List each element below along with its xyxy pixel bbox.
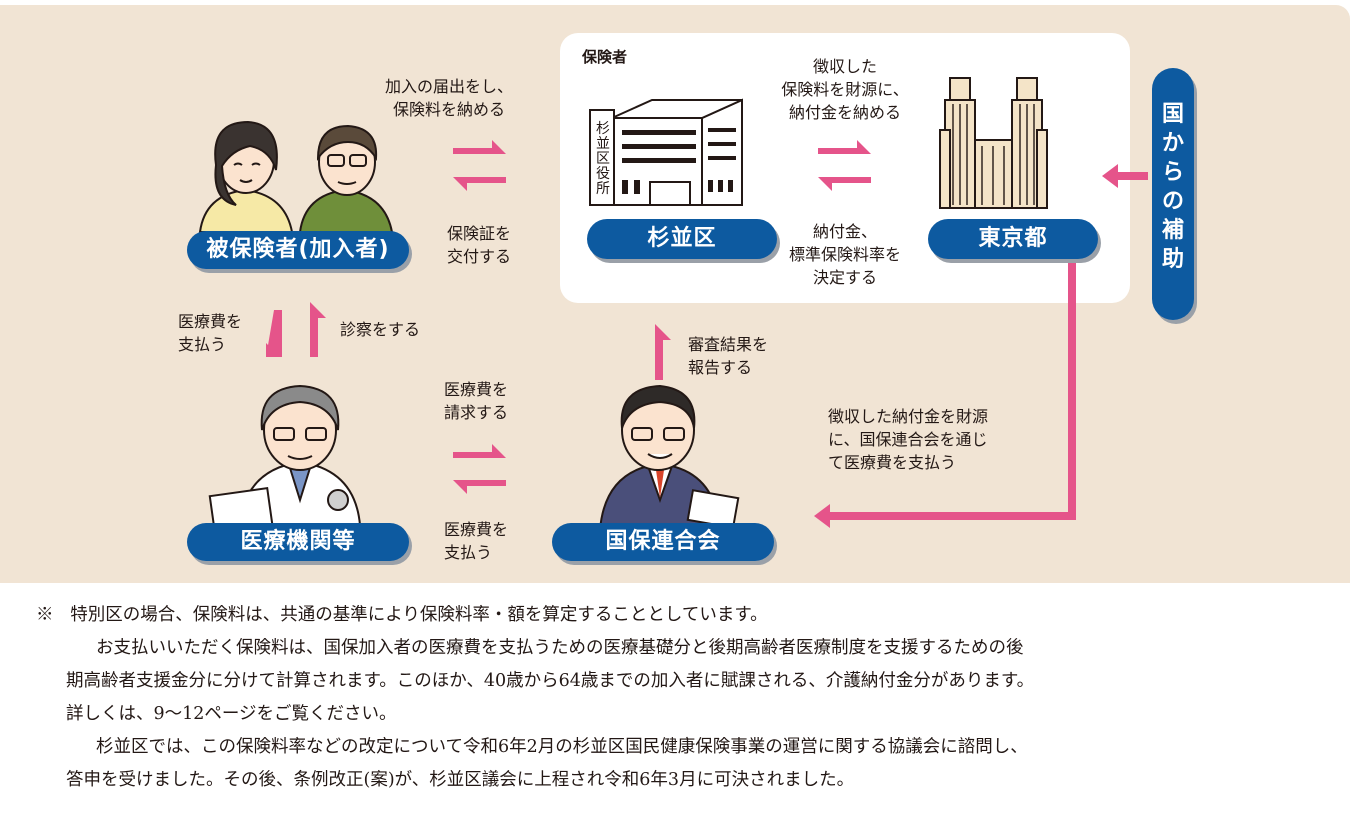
arrow-fund-via <box>814 252 1076 528</box>
doctor-illustration <box>208 384 362 533</box>
label-pay-kokuho: 医療費を 支払う <box>444 518 508 564</box>
note-line-2: お支払いいただく保険料は、国保加入者の医療費を支払うための医療基礎分と後期高齢者… <box>96 638 1024 658</box>
insurer-label: 保険者 <box>582 48 628 66</box>
label-decide-rate-line-3: 決定する <box>812 268 877 287</box>
label-bill: 医療費を 請求する <box>444 378 508 424</box>
label-report: 審査結果を 報告する <box>688 333 768 379</box>
label-pay-kokuho-line-2: 支払う <box>444 543 493 562</box>
arrow-bill <box>453 444 506 458</box>
label-report-line-1: 審査結果を <box>688 335 769 354</box>
label-issue-card-line-1: 保険証を <box>447 224 512 243</box>
arrow-decide <box>818 177 871 191</box>
label-issue-card-line-2: 交付する <box>447 247 512 266</box>
label-fund-via: 徴収した納付金を財源 に、国保連合会を通じ て医療費を支払う <box>828 405 988 474</box>
node-suginami: 杉並区 <box>587 219 777 259</box>
label-fund-via-line-2: に、国保連合会を通じ <box>828 430 988 449</box>
label-fund-via-line-3: て医療費を支払う <box>828 453 957 472</box>
label-decide-rate: 納付金、 標準保険料率を 決定する <box>780 220 910 289</box>
label-enroll-line-1: 加入の届出をし、 <box>385 77 514 96</box>
label-pay-patient-line-2: 支払う <box>178 335 227 354</box>
node-tokyo: 東京都 <box>928 219 1098 259</box>
label-fund-via-line-1: 徴収した納付金を財源 <box>828 407 989 426</box>
note-line-5: 杉並区では、この保険料率などの改定について令和6年2月の杉並区国民健康保険事業の… <box>96 737 1028 757</box>
label-pay-patient: 医療費を 支払う <box>178 310 242 356</box>
note-line-4: 詳しくは、9〜12ページをご覧ください。 <box>66 704 397 724</box>
building-sign: 杉並区役所 <box>596 121 610 197</box>
note-line-3: 期高齢者支援金分に分けて計算されます。このほか、40歳から64歳までの加入者に賦… <box>66 671 1035 691</box>
label-enroll-line-2: 保険料を納める <box>393 100 506 119</box>
label-decide-rate-line-2: 標準保険料率を <box>788 245 901 264</box>
notes-section: ※ 特別区の場合、保険料は、共通の基準により保険料率・額を算定することとしていま… <box>36 599 1326 797</box>
label-collect-pay: 徴収した 保険料を財源に、 納付金を納める <box>780 55 910 124</box>
note-mark: ※ <box>36 605 54 625</box>
label-pay-kokuho-line-1: 医療費を <box>444 520 509 539</box>
arrow-collect <box>818 140 871 154</box>
arrow-examine <box>310 302 326 357</box>
label-collect-pay-line-2: 保険料を財源に、 <box>781 80 909 99</box>
label-collect-pay-line-1: 徴収した <box>812 57 877 76</box>
note-line-6: 答申を受けました。その後、条例改正(案)が、杉並区議会に上程され令和6年3月に可… <box>66 770 855 790</box>
arrow-pay-patient-stem <box>266 310 282 357</box>
national-subsidy-text: 国からの補助 <box>1161 102 1184 272</box>
label-report-line-2: 報告する <box>688 358 753 377</box>
arrow-national-subsidy <box>1102 164 1148 188</box>
insured-people-illustration <box>198 120 394 233</box>
label-decide-rate-line-1: 納付金、 <box>812 222 877 241</box>
label-enroll: 加入の届出をし、 保険料を納める <box>385 75 513 121</box>
label-issue-card: 保険証を 交付する <box>447 222 511 268</box>
node-medical: 医療機関等 <box>187 523 409 561</box>
node-national-subsidy: 国からの補助 <box>1152 68 1194 320</box>
tokyo-government-building-illustration <box>939 77 1048 209</box>
label-pay-patient-line-1: 医療費を <box>178 312 243 331</box>
arrow-pay-kokuho <box>453 480 506 494</box>
note-line-1: 特別区の場合、保険料は、共通の基準により保険料率・額を算定することとしています。 <box>70 605 768 625</box>
arrow-enroll <box>453 140 506 154</box>
label-collect-pay-line-3: 納付金を納める <box>788 103 901 122</box>
arrow-report <box>655 324 671 380</box>
kokuho-staff-illustration <box>598 384 740 531</box>
label-bill-line-1: 医療費を <box>444 380 509 399</box>
node-kokuho: 国保連合会 <box>552 523 774 561</box>
label-examine: 診察をする <box>340 320 421 339</box>
node-insured: 被保険者(加入者) <box>187 231 409 269</box>
flow-arrows <box>266 140 1148 528</box>
label-bill-line-2: 請求する <box>444 403 509 422</box>
suginami-office-building-illustration <box>589 98 743 206</box>
arrow-issue-card <box>453 177 506 191</box>
